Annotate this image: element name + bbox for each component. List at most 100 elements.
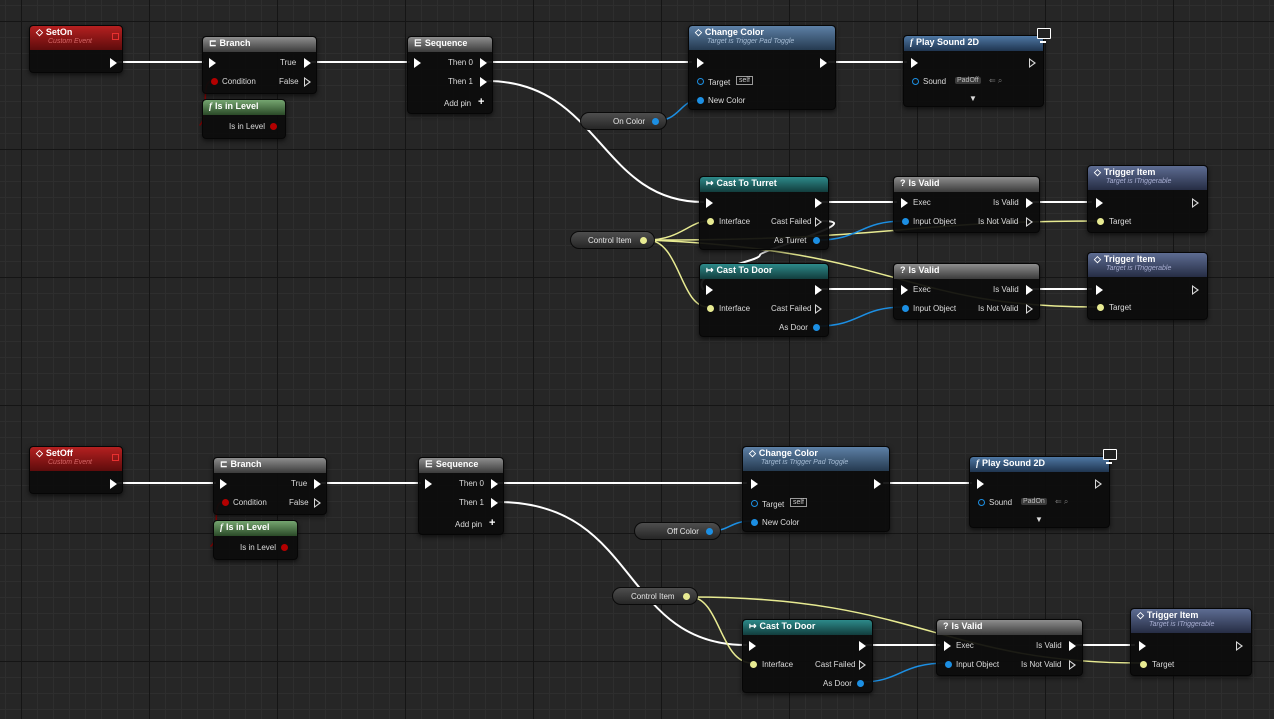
- exec-in-pin[interactable]: [1096, 198, 1103, 208]
- exec-out-pin[interactable]: [815, 198, 822, 208]
- target-pin[interactable]: [751, 500, 758, 507]
- exec-out-pin[interactable]: [110, 479, 117, 489]
- self-value[interactable]: self: [790, 498, 807, 507]
- control-item-out-pin[interactable]: [683, 593, 690, 600]
- as-door-pin[interactable]: [813, 324, 820, 331]
- delegate-pin[interactable]: [112, 33, 119, 40]
- condition-pin[interactable]: [211, 78, 218, 85]
- exec-in-pin[interactable]: [706, 198, 713, 208]
- exec-in-pin[interactable]: [697, 58, 704, 68]
- interface-in-pin[interactable]: [750, 661, 757, 668]
- off-color-out-pin[interactable]: [706, 528, 713, 535]
- branch-node[interactable]: ⊏Branch True Condition False: [213, 457, 327, 515]
- sound-pin[interactable]: [912, 78, 919, 85]
- input-object-pin[interactable]: [945, 661, 952, 668]
- exec-in-pin[interactable]: [901, 198, 908, 208]
- exec-in-pin[interactable]: [901, 285, 908, 295]
- sequence-node[interactable]: ⋿Sequence Then 0 Then 1 Add pin +: [407, 36, 493, 114]
- false-out-pin[interactable]: [304, 77, 311, 87]
- expand-arrow-icon[interactable]: ▼: [1035, 515, 1043, 524]
- exec-in-pin[interactable]: [220, 479, 227, 489]
- is-valid-node[interactable]: ?Is Valid Exec Is Valid Input Object Is …: [893, 176, 1040, 233]
- new-color-pin[interactable]: [697, 97, 704, 104]
- add-pin-label[interactable]: Add pin: [455, 520, 483, 529]
- delegate-pin[interactable]: [112, 454, 119, 461]
- exec-in-pin[interactable]: [414, 58, 421, 68]
- exec-in-pin[interactable]: [751, 479, 758, 489]
- is-in-level-out-pin[interactable]: [270, 123, 277, 130]
- exec-out-pin[interactable]: [1192, 285, 1199, 295]
- exec-out-pin[interactable]: [820, 58, 827, 68]
- exec-in-pin[interactable]: [911, 58, 918, 68]
- exec-out-pin[interactable]: [815, 285, 822, 295]
- sound-asset-dropdown[interactable]: PadOn: [1021, 498, 1047, 505]
- interface-in-pin[interactable]: [707, 305, 714, 312]
- cast-to-door-node[interactable]: ↦Cast To Door Interface Cast Failed As D…: [699, 263, 829, 337]
- exec-in-pin[interactable]: [1096, 285, 1103, 295]
- use-selected-icon[interactable]: ⇐ ⌕: [989, 76, 1003, 85]
- on-color-variable[interactable]: On Color: [580, 112, 667, 130]
- exec-out-pin[interactable]: [1029, 58, 1036, 68]
- target-pin[interactable]: [1140, 661, 1147, 668]
- input-object-pin[interactable]: [902, 305, 909, 312]
- is-in-level-out-pin[interactable]: [281, 544, 288, 551]
- exec-in-pin[interactable]: [1139, 641, 1146, 651]
- is-not-valid-out-pin[interactable]: [1026, 304, 1033, 314]
- target-pin[interactable]: [1097, 218, 1104, 225]
- exec-out-pin[interactable]: [1192, 198, 1199, 208]
- exec-out-pin[interactable]: [859, 641, 866, 651]
- exec-out-pin[interactable]: [874, 479, 881, 489]
- exec-out-pin[interactable]: [110, 58, 117, 68]
- then1-out-pin[interactable]: [480, 77, 487, 87]
- sound-pin[interactable]: [978, 499, 985, 506]
- exec-in-pin[interactable]: [209, 58, 216, 68]
- use-selected-icon[interactable]: ⇐ ⌕: [1055, 497, 1069, 506]
- is-not-valid-out-pin[interactable]: [1026, 217, 1033, 227]
- exec-in-pin[interactable]: [944, 641, 951, 651]
- cast-to-turret-node[interactable]: ↦Cast To Turret Interface Cast Failed As…: [699, 176, 829, 250]
- is-valid-out-pin[interactable]: [1069, 641, 1076, 651]
- off-color-variable[interactable]: Off Color: [634, 522, 721, 540]
- true-out-pin[interactable]: [304, 58, 311, 68]
- plus-icon[interactable]: +: [489, 517, 496, 529]
- is-valid-out-pin[interactable]: [1026, 285, 1033, 295]
- exec-out-pin[interactable]: [1095, 479, 1102, 489]
- exec-in-pin[interactable]: [749, 641, 756, 651]
- is-valid-node[interactable]: ?Is Valid Exec Is Valid Input Object Is …: [893, 263, 1040, 320]
- target-pin[interactable]: [697, 78, 704, 85]
- exec-in-pin[interactable]: [706, 285, 713, 295]
- control-item-out-pin[interactable]: [640, 237, 647, 244]
- input-object-pin[interactable]: [902, 218, 909, 225]
- cast-failed-pin[interactable]: [815, 304, 822, 314]
- cast-failed-pin[interactable]: [859, 660, 866, 670]
- new-color-pin[interactable]: [751, 519, 758, 526]
- cast-to-door-node[interactable]: ↦Cast To Door Interface Cast Failed As D…: [742, 619, 873, 693]
- true-out-pin[interactable]: [314, 479, 321, 489]
- exec-in-pin[interactable]: [425, 479, 432, 489]
- is-valid-out-pin[interactable]: [1026, 198, 1033, 208]
- target-pin[interactable]: [1097, 304, 1104, 311]
- self-value[interactable]: self: [736, 76, 753, 85]
- add-pin-label[interactable]: Add pin: [444, 99, 472, 108]
- then0-out-pin[interactable]: [491, 479, 498, 489]
- cast-failed-pin[interactable]: [815, 217, 822, 227]
- condition-pin[interactable]: [222, 499, 229, 506]
- is-valid-node[interactable]: ?Is Valid Exec Is Valid Input Object Is …: [936, 619, 1083, 676]
- as-turret-pin[interactable]: [813, 237, 820, 244]
- is-not-valid-out-pin[interactable]: [1069, 660, 1076, 670]
- on-color-out-pin[interactable]: [652, 118, 659, 125]
- interface-in-pin[interactable]: [707, 218, 714, 225]
- as-door-pin[interactable]: [857, 680, 864, 687]
- control-item-variable[interactable]: Control Item: [612, 587, 698, 605]
- branch-node[interactable]: ⊏Branch True Condition False: [202, 36, 317, 94]
